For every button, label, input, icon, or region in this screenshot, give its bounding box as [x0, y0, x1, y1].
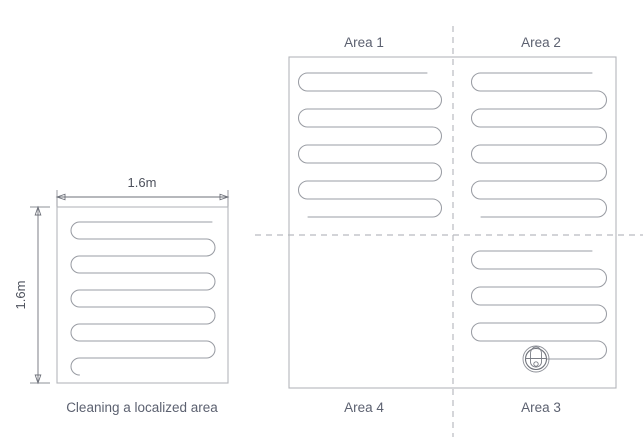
localized-area-box [56, 206, 229, 384]
height-arrow-top-icon [34, 205, 42, 216]
area-3-label: Area 3 [521, 400, 561, 415]
height-arrow-bottom-icon [34, 374, 42, 385]
robot-sensor-icon [533, 361, 539, 367]
width-dimension: 1.6m [55, 175, 230, 212]
area-2-label: Area 2 [521, 35, 561, 50]
width-dimension-label: 1.6m [128, 175, 157, 190]
left-panel-caption: Cleaning a localized area [66, 400, 218, 415]
area-1-label: Area 1 [344, 35, 384, 50]
cleaning-robot [522, 345, 550, 373]
width-arrow-left-icon [55, 193, 66, 201]
localized-area-cleaning-path [70, 221, 216, 376]
area-3-cleaning-path [470, 250, 608, 360]
height-dimension-label: 1.6m [13, 281, 28, 310]
robot-outer-ring-icon [522, 345, 550, 373]
robot-chassis-icon [530, 346, 542, 368]
width-arrow-right-icon [219, 193, 230, 201]
height-dimension: 1.6m [13, 205, 50, 385]
area-2-cleaning-path [470, 72, 608, 218]
area-4-label: Area 4 [344, 400, 384, 415]
left-panel-group: 1.6m 1.6m Cleaning a localized area [13, 175, 230, 415]
multi-area-box [288, 56, 617, 389]
right-panel-group: Area 1 Area 2 Area 3 Area 4 [255, 26, 643, 437]
area-1-cleaning-path [297, 72, 443, 218]
